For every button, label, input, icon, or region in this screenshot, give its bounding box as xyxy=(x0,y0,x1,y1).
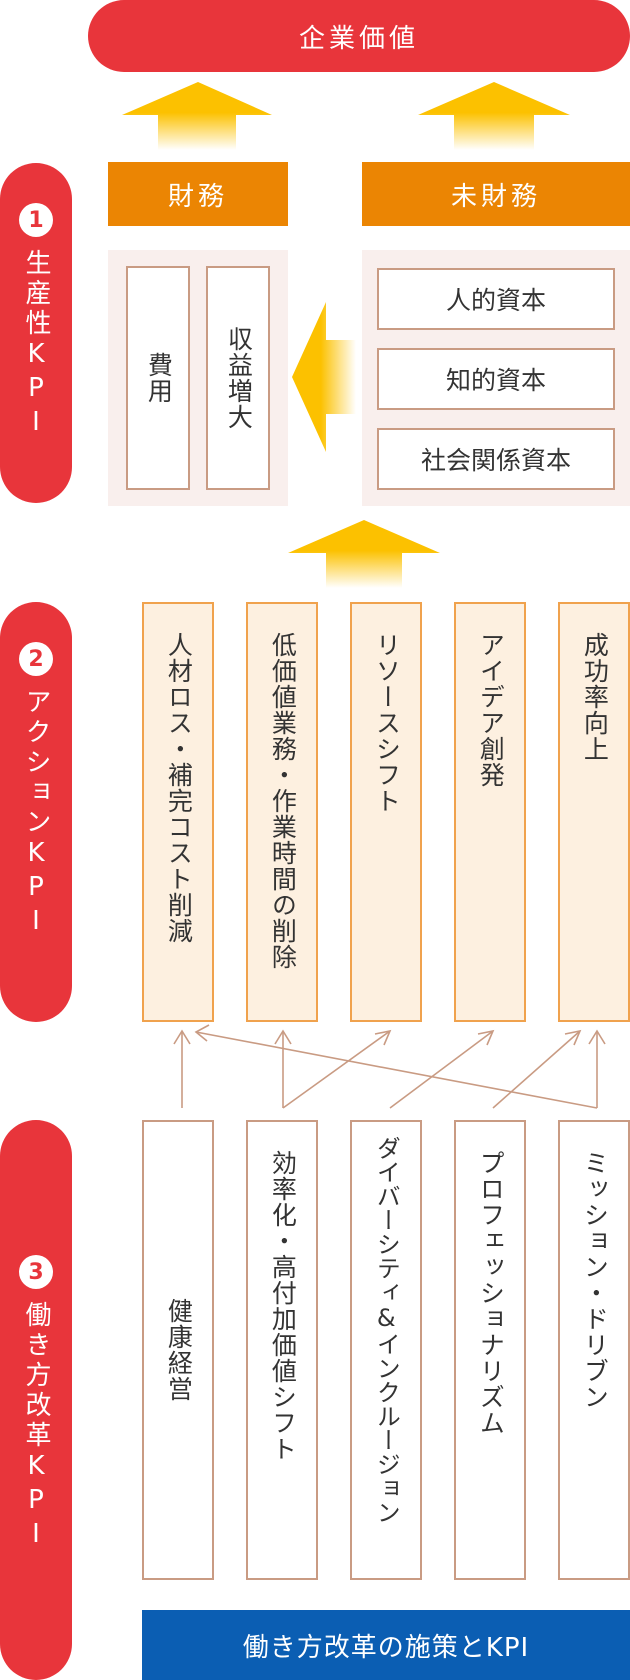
action-label: リソースシフト xyxy=(372,632,402,814)
level-label: 生産性KPI xyxy=(21,249,51,441)
revenue-growth-label: 収益増大 xyxy=(224,326,254,430)
level-label: 働き方改革KPI xyxy=(21,1301,51,1553)
workstyle-reform-kpi-pill: 3 働き方改革KPI xyxy=(0,1120,72,1680)
reform-box-health-management: 健康経営 xyxy=(142,1120,214,1580)
action-box-talent-loss: 人材ロス・補完コスト削減 xyxy=(142,602,214,1022)
level-number: 2 xyxy=(19,642,53,676)
social-capital-box: 社会関係資本 xyxy=(377,428,615,490)
revenue-growth-box: 収益増大 xyxy=(206,266,270,490)
nonfinancial-header: 未財務 xyxy=(362,162,630,226)
reform-label: プロフェッショナリズム xyxy=(476,1150,506,1436)
reform-box-mission-driven: ミッション・ドリブン xyxy=(558,1120,630,1580)
action-label: 成功率向上 xyxy=(580,632,610,762)
corporate-value-banner: 企業価値 xyxy=(88,0,630,72)
action-kpi-pill: 2 アクションKPI xyxy=(0,602,72,1022)
reform-box-efficiency: 効率化・高付加価値シフト xyxy=(246,1120,318,1580)
level-label: アクションKPI xyxy=(21,688,51,940)
reform-label: ミッション・ドリブン xyxy=(580,1150,610,1410)
financial-header: 財務 xyxy=(108,162,288,226)
action-box-resource-shift: リソースシフト xyxy=(350,602,422,1022)
level-number: 1 xyxy=(19,203,53,237)
up-arrow-actions-to-kpi xyxy=(288,520,440,588)
cost-box: 費用 xyxy=(126,266,190,490)
workstyle-measures-banner: 働き方改革の施策とKPI xyxy=(142,1610,630,1680)
action-label: アイデア創発 xyxy=(476,632,506,788)
reform-box-professionalism: プロフェッショナリズム xyxy=(454,1120,526,1580)
reform-label: ダイバーシティ&インクルージョン xyxy=(372,1136,401,1524)
action-label: 低価値業務・作業時間の削除 xyxy=(268,632,298,970)
left-arrow-nonfinancial-to-financial xyxy=(292,302,356,452)
action-box-idea-creation: アイデア創発 xyxy=(454,602,526,1022)
action-label: 人材ロス・補完コスト削減 xyxy=(164,632,194,944)
action-box-low-value-work: 低価値業務・作業時間の削除 xyxy=(246,602,318,1022)
cost-label: 費用 xyxy=(144,352,174,404)
up-arrow-financial xyxy=(122,82,272,150)
connector-lines xyxy=(173,1024,606,1109)
reform-label: 健康経営 xyxy=(164,1298,194,1402)
action-box-success-rate: 成功率向上 xyxy=(558,602,630,1022)
intellectual-capital-box: 知的資本 xyxy=(377,348,615,410)
human-capital-box: 人的資本 xyxy=(377,268,615,330)
reform-box-diversity: ダイバーシティ&インクルージョン xyxy=(350,1120,422,1580)
level-number: 3 xyxy=(19,1255,53,1289)
up-arrow-nonfinancial xyxy=(418,82,570,150)
productivity-kpi-pill: 1 生産性KPI xyxy=(0,163,72,503)
reform-label: 効率化・高付加価値シフト xyxy=(268,1150,298,1462)
